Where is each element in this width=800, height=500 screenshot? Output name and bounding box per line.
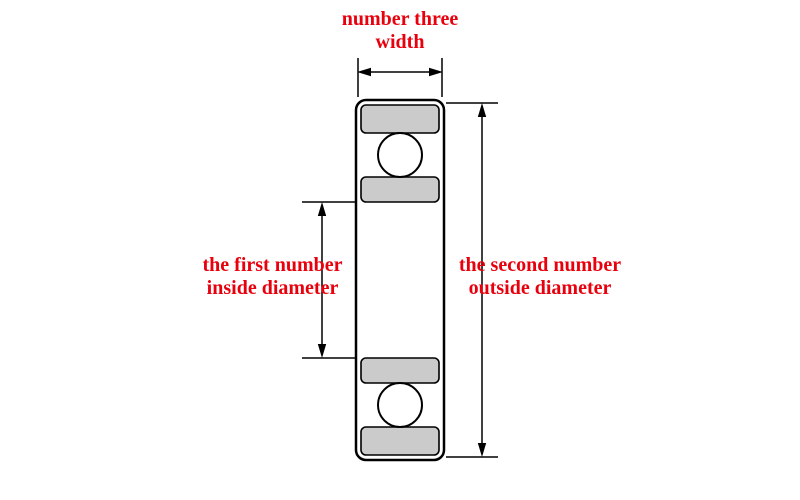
width-label-line2: width [375, 31, 425, 53]
inside-diameter-label-line2: inside diameter [206, 277, 339, 299]
ball-top [377, 132, 423, 178]
outside-diameter-arrowhead-top-icon [477, 103, 487, 117]
width-arrowhead-right-icon [429, 67, 443, 77]
outside-diameter-label-line1: the second number [458, 254, 622, 276]
outer-race-top [360, 104, 440, 134]
ball-bottom [377, 382, 423, 428]
inner-race-top [360, 176, 440, 203]
width-label: number three width [305, 8, 495, 54]
width-arrowhead-left-icon [357, 67, 371, 77]
width-label-line1: number three [341, 8, 459, 30]
inside-diameter-arrowhead-bottom-icon [317, 344, 327, 358]
outer-race-bottom [360, 426, 440, 456]
outside-diameter-label: the second number outside diameter [440, 254, 640, 300]
inside-diameter-label-line1: the first number [202, 254, 343, 276]
inner-race-bottom [360, 357, 440, 384]
outside-diameter-label-line2: outside diameter [468, 277, 612, 299]
inside-diameter-label: the first number inside diameter [180, 254, 365, 300]
inside-diameter-arrowhead-top-icon [317, 202, 327, 216]
outside-diameter-arrowhead-bottom-icon [477, 443, 487, 457]
